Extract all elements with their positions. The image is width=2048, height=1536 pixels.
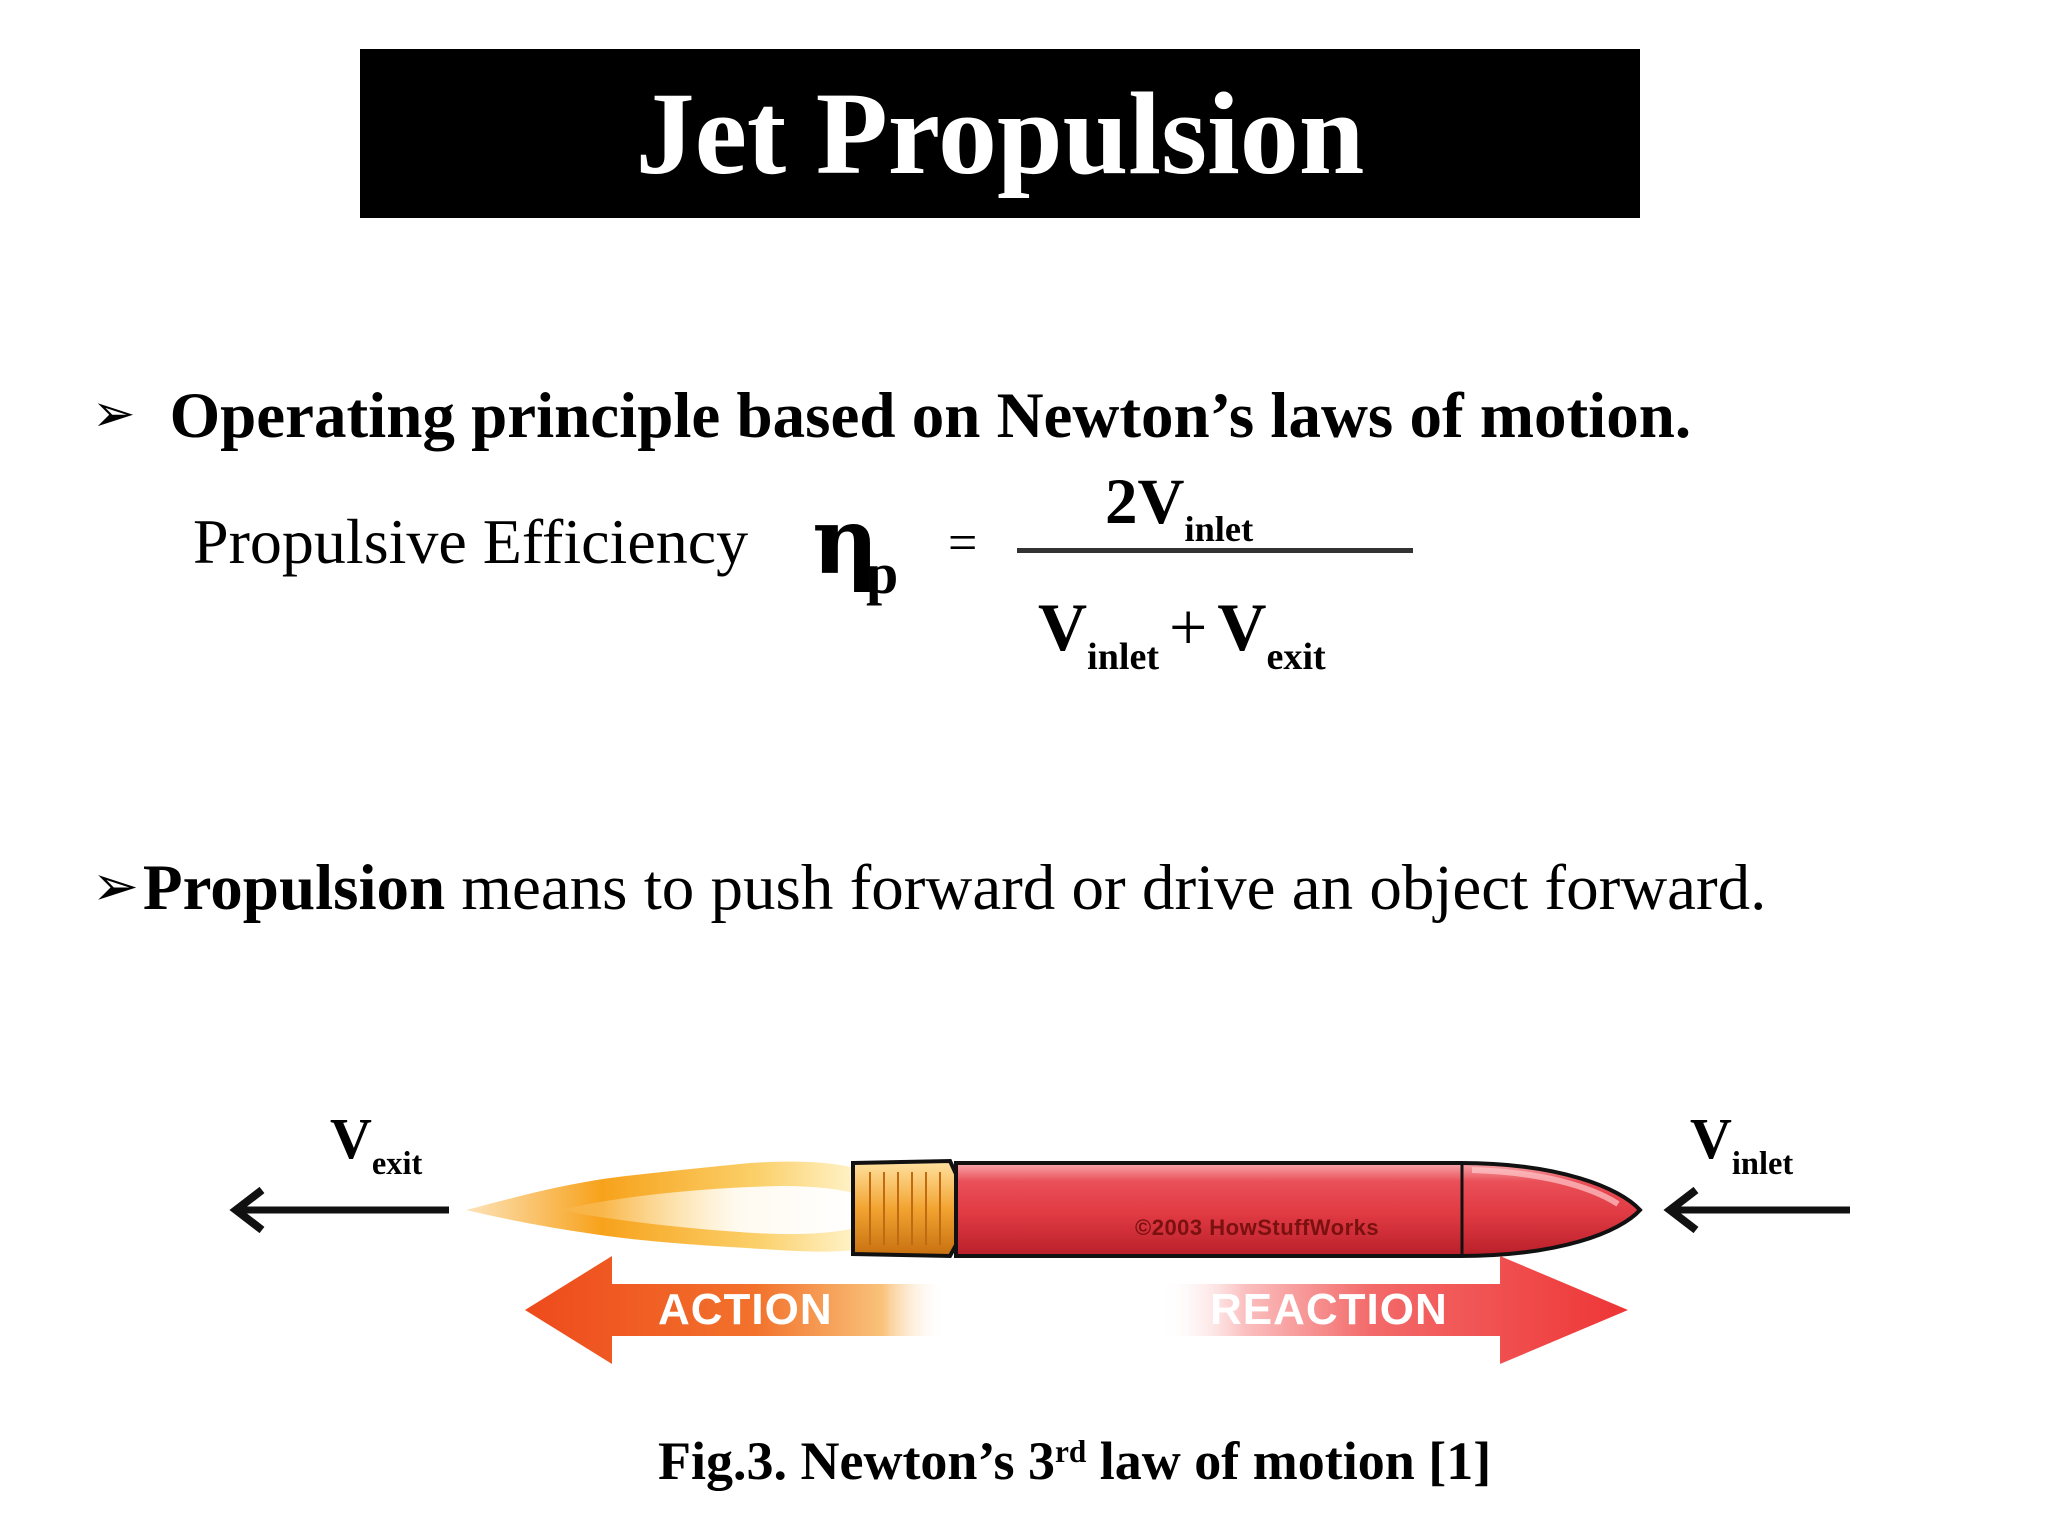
denominator-v2: V bbox=[1217, 589, 1267, 665]
action-label: ACTION bbox=[658, 1285, 833, 1334]
eta-symbol: η bbox=[812, 487, 879, 595]
caption-post: law of motion [1] bbox=[1086, 1431, 1492, 1491]
copyright-watermark: ©2003 HowStuffWorks bbox=[1135, 1215, 1380, 1240]
v-exit-label: Vexit bbox=[330, 1105, 422, 1182]
numerator-coef: 2V bbox=[1105, 466, 1185, 538]
v-inlet-symbol: V bbox=[1690, 1106, 1732, 1171]
caption-pre: Fig.3. Newton’s 3 bbox=[658, 1431, 1055, 1491]
v-inlet-label: Vinlet bbox=[1690, 1105, 1793, 1182]
denominator-sub2: exit bbox=[1266, 636, 1326, 679]
figure-caption: Fig.3. Newton’s 3rd law of motion [1] bbox=[658, 1430, 1491, 1492]
action-arrow-icon bbox=[525, 1256, 945, 1364]
fraction-numerator: 2Vinlet bbox=[1105, 465, 1253, 549]
bullet-arrow-icon: ➢ bbox=[92, 856, 139, 918]
flame-core-icon bbox=[560, 1186, 855, 1235]
rocket-body bbox=[954, 1161, 1643, 1258]
bullet-propulsion-definition: ➢Propulsion means to push forward or dri… bbox=[92, 856, 1766, 921]
v-inlet-subscript: inlet bbox=[1731, 1146, 1794, 1183]
bullet-operating-principle: ➢Operating principle based on Newton’s l… bbox=[92, 384, 1691, 449]
bullet-text: means to push forward or drive an object… bbox=[445, 852, 1767, 924]
efficiency-label: Propulsive Efficiency bbox=[193, 506, 749, 577]
v-inlet-arrow-icon bbox=[1663, 1186, 1850, 1234]
bullet-bold-term: Propulsion bbox=[142, 852, 446, 924]
denominator-v1: V bbox=[1038, 589, 1088, 665]
v-exit-symbol: V bbox=[330, 1106, 372, 1171]
fraction-line bbox=[1017, 548, 1413, 553]
numerator-sub: inlet bbox=[1184, 509, 1254, 550]
plus-sign: + bbox=[1169, 589, 1208, 665]
equals-sign: = bbox=[948, 515, 978, 572]
title-banner: Jet Propulsion bbox=[360, 49, 1640, 218]
fraction-denominator: Vinlet+Vexit bbox=[1038, 588, 1326, 678]
eta-subscript: p bbox=[866, 541, 899, 606]
rocket-nozzle bbox=[851, 1158, 958, 1259]
caption-superscript: rd bbox=[1054, 1433, 1087, 1469]
denominator-sub1: inlet bbox=[1087, 636, 1160, 679]
v-exit-subscript: exit bbox=[371, 1146, 423, 1183]
reaction-label: REACTION bbox=[1210, 1285, 1448, 1334]
nose-cone-highlight bbox=[1471, 1167, 1620, 1207]
v-exit-arrow-icon bbox=[229, 1186, 449, 1234]
reaction-arrow-icon bbox=[1160, 1256, 1628, 1364]
bullet-arrow-icon: ➢ bbox=[92, 386, 136, 443]
bullet-text: Operating principle based on Newton’s la… bbox=[169, 380, 1692, 452]
page-title: Jet Propulsion bbox=[635, 67, 1365, 199]
